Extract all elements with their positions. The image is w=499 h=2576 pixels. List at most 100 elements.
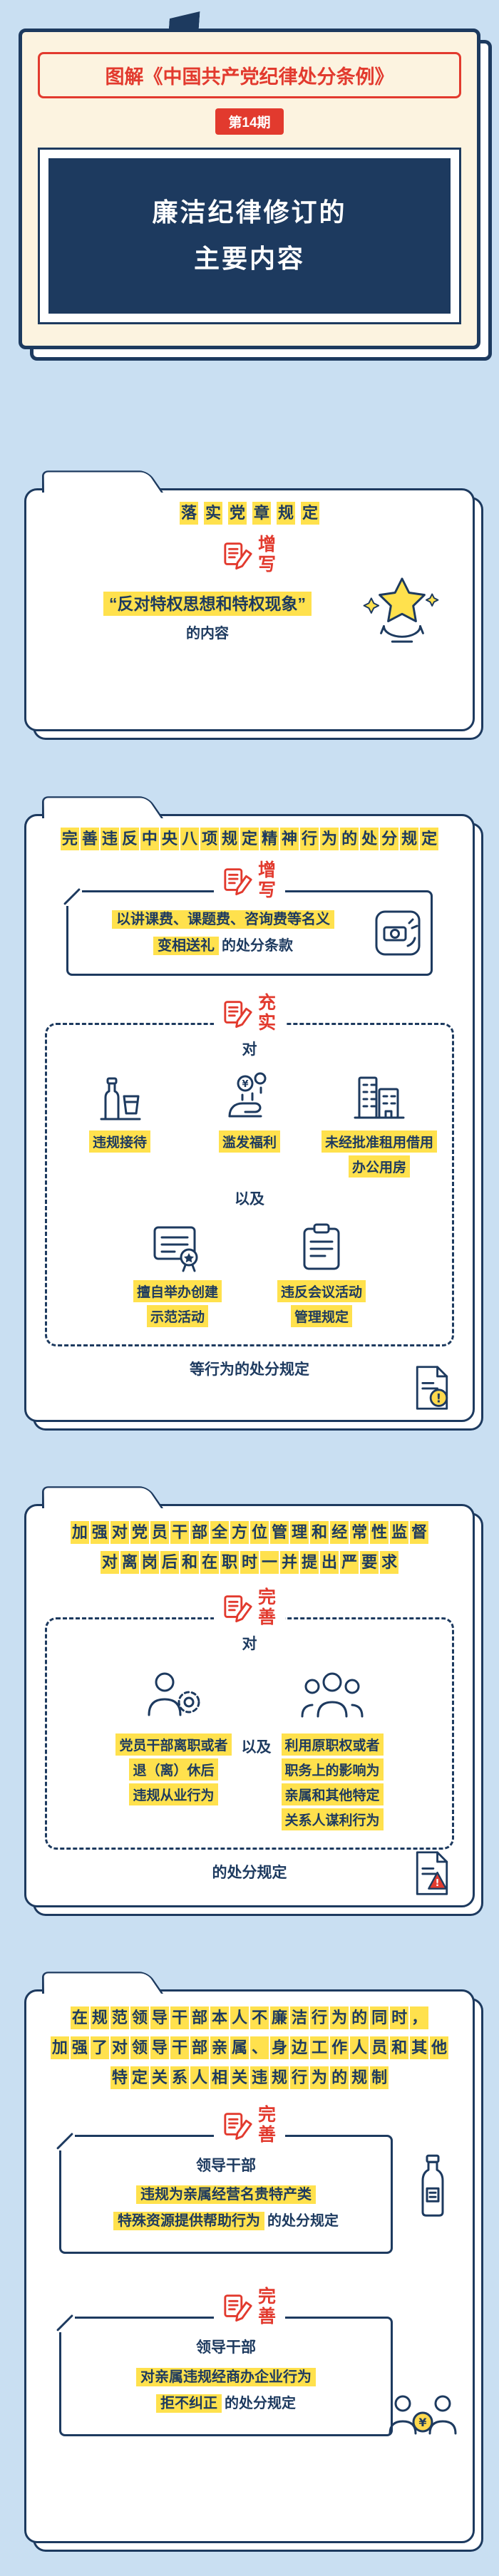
specialty-bottle-icon: [414, 2153, 451, 2218]
provision-line-2: 拒不纠正的处分规定: [74, 2391, 378, 2417]
person-gear-icon: [148, 1672, 200, 1716]
people-group-icon: [301, 1672, 364, 1718]
gift-clause-line-1: 以讲课费、课题费、咨询费等名义: [90, 907, 356, 933]
conduct-label: 党员干部离职或者: [115, 1733, 232, 1756]
provision-line-1: 对亲属违规经商办企业行为: [74, 2364, 378, 2391]
main-title: 廉洁纪律修订的 主要内容: [48, 158, 451, 314]
conduct-label: 职务上的影响为: [281, 1758, 384, 1781]
hand-coins-icon: ¥: [228, 1072, 267, 1118]
certificate-icon: [153, 1226, 198, 1272]
section-title-line-2: 加强了对领导干部亲属、身边工作人员和其他: [45, 2033, 454, 2063]
subject-label: 领导干部: [196, 2157, 256, 2174]
block-family-business: 完善 领导干部 对亲属违规经商办企业行为 拒不纠正的处分规定 ¥: [45, 2285, 457, 2436]
connector-dui: 对: [242, 1636, 257, 1653]
violation-label: 违规接待: [88, 1130, 150, 1153]
section-title: 完善违反中央八项规定精神行为的处分规定: [45, 828, 454, 850]
stamp-enrich: 充实: [214, 991, 285, 1034]
clipboard-icon: [303, 1223, 340, 1270]
provision-box: 领导干部 违规为亲属经营名贵特产类 特殊资源提供帮助行为的处分规定: [59, 2134, 393, 2255]
header: 图解《中国共产党纪律处分条例》 第14期 廉洁纪律修订的 主要内容: [19, 29, 480, 349]
svg-text:¥: ¥: [242, 1079, 248, 1090]
violation-item-benefits: ¥ 滥发福利: [188, 1068, 311, 1178]
conduct-label: 违规从业行为: [129, 1783, 218, 1806]
conduct-item-influence: 利用原职权或者 职务上的影响为 亲属和其他特定 关系人谋利行为: [281, 1662, 384, 1831]
violations-row-1: 违规接待 ¥ 滥发福利: [58, 1068, 441, 1178]
header-card: 图解《中国共产党纪律处分条例》 第14期 廉洁纪律修订的 主要内容: [19, 29, 480, 349]
series-title: 图解《中国共产党纪律处分条例》: [38, 52, 461, 98]
folder-tab: [42, 796, 163, 818]
provision-line-1: 违规为亲属经营名贵特产类: [74, 2182, 378, 2208]
connector-dui: 对: [242, 1041, 257, 1058]
stamp-improve: 完善: [214, 2285, 285, 2329]
section-eight-point-rules: 完善违反中央八项规定精神行为的处分规定 增写 以讲课费、课题费、咨询费等名义 变…: [24, 796, 475, 1422]
subject-label: 领导干部: [196, 2339, 256, 2356]
quote-text: “反对特权思想和特权现象”: [45, 590, 370, 616]
conduct-row: 党员干部离职或者 退（离）休后 违规从业行为 以及 利用原职权或者: [58, 1662, 441, 1831]
stamp-improve: 完善: [214, 2103, 285, 2146]
violation-item-office-space: 未经批准租用借用 办公用房: [318, 1068, 441, 1178]
conduct-item-post-employment: 党员干部离职或者 退（离）休后 违规从业行为: [115, 1662, 232, 1806]
pen-document-icon: [224, 2112, 252, 2140]
stamp-improve: 完善: [214, 1586, 285, 1629]
svg-text:¥: ¥: [418, 2416, 426, 2429]
violation-label: 未经批准租用借用: [321, 1130, 437, 1153]
folder-tab: [42, 1972, 163, 1994]
issue-badge: 第14期: [215, 108, 284, 135]
document-warning-icon: !: [411, 1850, 453, 1897]
conduct-label: 亲属和其他特定: [281, 1783, 384, 1806]
block-specialty-resources: 完善 领导干部 违规为亲属经营名贵特产类 特殊资源提供帮助行为的处分规定: [45, 2103, 454, 2255]
section-party-constitution: 落实党章规定 增写 “反对特权思想和特权现象” 的内容: [24, 470, 475, 731]
pen-document-icon: [224, 542, 252, 570]
svg-text:!: !: [436, 1392, 442, 1406]
pen-document-icon: [224, 867, 252, 895]
stamp-add: 增写: [214, 532, 285, 576]
conduct-box: 对 党员干部离职或者 退（离）休后 违规从业行为 以及: [45, 1617, 454, 1850]
banquet-bottles-icon: [100, 1077, 141, 1120]
section-title-line-2: 对离岗后和在职时一并提出严要求: [45, 1547, 454, 1577]
stamp-label: 充实: [257, 992, 276, 1033]
pen-document-icon: [224, 2294, 252, 2322]
violation-item-reception: 违规接待: [58, 1068, 181, 1178]
main-title-line-2: 主要内容: [193, 244, 305, 273]
quote-suffix: 的内容: [186, 625, 229, 642]
stamp-label: 完善: [257, 2104, 276, 2145]
people-money-icon: ¥: [386, 2388, 460, 2448]
violations-box: 对 违规接待 ¥: [45, 1022, 454, 1346]
section-body: “反对特权思想和特权现象” 的内容: [45, 590, 454, 642]
stamp-label: 完善: [257, 1587, 276, 1628]
conduct-label: 退（离）休后: [129, 1758, 218, 1781]
violation-label: 办公用房: [348, 1155, 410, 1178]
stamp-label: 增写: [257, 534, 276, 575]
gift-clause-line-2: 变相送礼的处分条款: [90, 933, 356, 959]
gift-clause-box: 以讲课费、课题费、咨询费等名义 变相送礼的处分条款: [66, 890, 433, 976]
connector-yiji: 以及: [235, 1190, 264, 1207]
violation-label: 滥发福利: [218, 1130, 280, 1153]
section-title: 加强对党员干部全方位管理和经常性监督 对离岗后和在职时一并提出严要求: [45, 1518, 454, 1577]
stamp-add: 增写: [214, 858, 285, 902]
violation-item-demo-activities: 擅自举办创建 示范活动: [133, 1217, 222, 1327]
violation-label: 擅自举办创建: [133, 1279, 222, 1302]
main-title-box: 廉洁纪律修订的 主要内容: [38, 148, 461, 324]
section-supervision: 加强对党员干部全方位管理和经常性监督 对离岗后和在职时一并提出严要求 完善 对: [24, 1486, 475, 1907]
pen-document-icon: [224, 1595, 252, 1623]
main-title-line-1: 廉洁纪律修订的: [152, 197, 347, 227]
section-footer: 的处分规定: [212, 1865, 287, 1882]
pen-document-icon: [224, 1000, 252, 1028]
section-footer: 等行为的处分规定: [190, 1361, 309, 1378]
conduct-label: 利用原职权或者: [281, 1733, 384, 1756]
violation-label: 示范活动: [146, 1304, 208, 1327]
section-title: 在规范领导干部本人不廉洁行为的同时， 加强了对领导干部亲属、身边工作人员和其他 …: [45, 2003, 454, 2093]
section-title-line-1: 在规范领导干部本人不廉洁行为的同时，: [45, 2003, 454, 2033]
provision-box: 领导干部 对亲属违规经商办企业行为 拒不纠正的处分规定: [59, 2317, 393, 2436]
stamp-label: 完善: [257, 2287, 276, 2327]
violations-row-2: 擅自举办创建 示范活动 违反会议活动 管理规定: [58, 1217, 441, 1327]
provision-line-2: 特殊资源提供帮助行为的处分规定: [74, 2208, 378, 2235]
violation-label: 管理规定: [291, 1304, 353, 1327]
folder-tab: [42, 470, 163, 493]
section-title: 落实党章规定: [45, 502, 454, 525]
violation-label: 违反会议活动: [277, 1279, 366, 1302]
connector-yiji: 以及: [241, 1739, 272, 1756]
section-title-line-3: 特定关系人相关违规行为的规制: [45, 2063, 454, 2093]
violation-item-meetings: 违反会议活动 管理规定: [277, 1217, 366, 1327]
